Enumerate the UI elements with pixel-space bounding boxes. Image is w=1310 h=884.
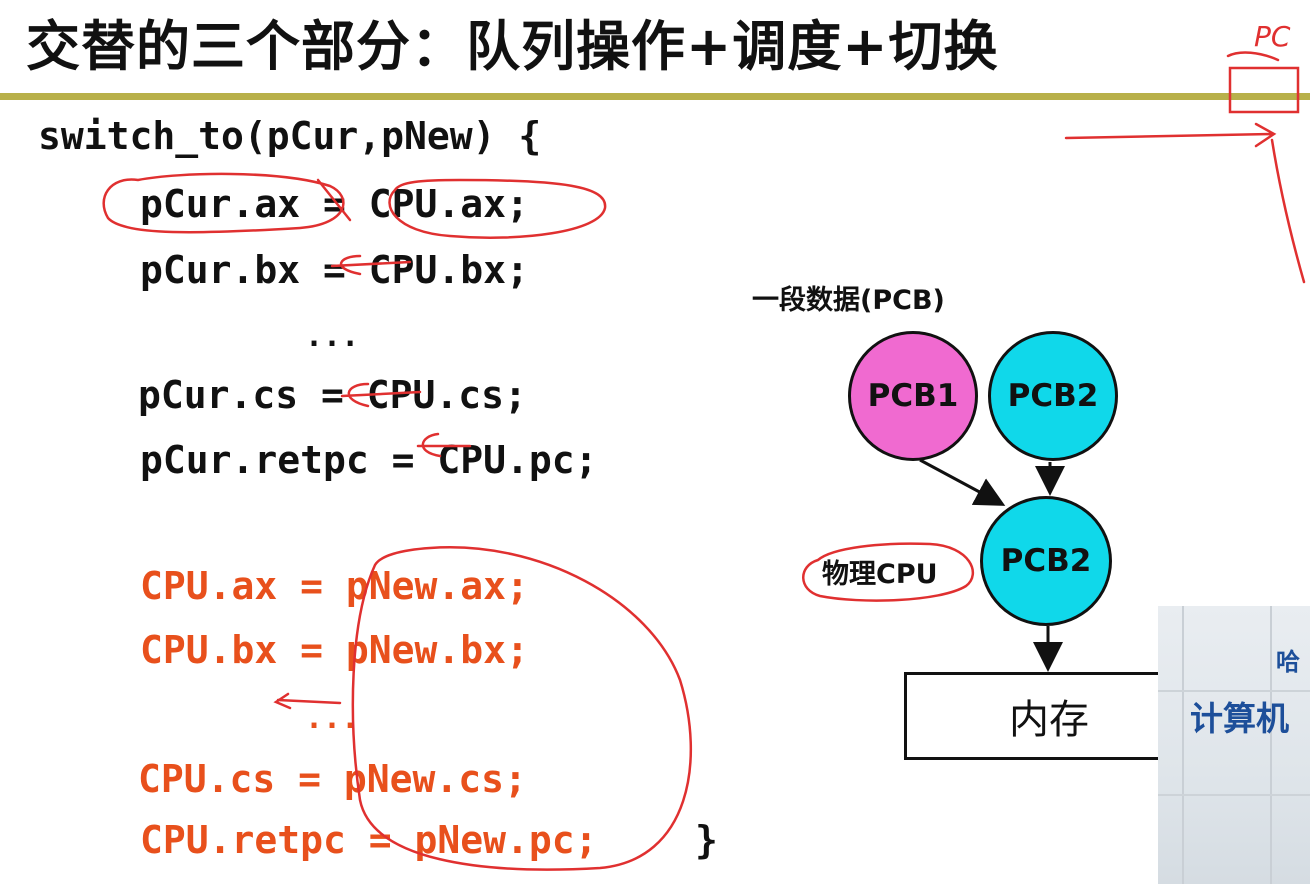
diagram-caption: 一段数据(PCB) <box>752 285 945 316</box>
overlay-text-2: 计算机 <box>1190 699 1289 738</box>
pcb2-node: PCB2 <box>988 331 1118 461</box>
memory-box: 内存 <box>904 672 1194 760</box>
ink-circle-cpu-ax <box>388 178 607 239</box>
ink-arrow-cs <box>340 382 422 408</box>
code-line-save-bx: pCur.bx = CPU.bx; <box>140 248 529 292</box>
title-divider <box>0 93 1310 100</box>
ink-corner-box <box>1228 66 1300 114</box>
code-line-restore-bx: CPU.bx = pNew.bx; <box>140 628 529 672</box>
ink-corner-arrow <box>1064 122 1277 148</box>
code-ellipsis-save: ... <box>305 319 360 354</box>
overlay-text-1: 哈 <box>1276 648 1300 676</box>
ink-corner-curve <box>1270 138 1306 284</box>
code-line-save-cs: pCur.cs = CPU.cs; <box>138 373 527 417</box>
ink-small-arrow <box>273 692 342 710</box>
ink-slash-ax <box>316 178 352 222</box>
code-header: switch_to(pCur,pNew) { <box>38 114 542 158</box>
ink-corner-top <box>1226 51 1280 62</box>
video-overlay: 哈 计算机 <box>1158 606 1310 884</box>
code-line-restore-cs: CPU.cs = pNew.cs; <box>138 757 527 801</box>
ink-corner-text: PC <box>1254 20 1291 53</box>
slide-title: 交替的三个部分：队列操作+调度+切换 <box>26 15 999 78</box>
ink-circle-pcur-ax <box>102 172 345 234</box>
ink-circle-physical-cpu <box>802 542 975 602</box>
arrow-pcb1-to-cpu <box>919 458 1006 506</box>
ink-arrow-bx <box>330 254 412 276</box>
code-line-restore-ax: CPU.ax = pNew.ax; <box>140 564 529 608</box>
ink-loop-restore <box>351 546 693 871</box>
code-ellipsis-restore: ... <box>305 701 360 736</box>
pcb1-node: PCB1 <box>848 331 978 461</box>
code-line-restore-retpc: CPU.retpc = pNew.pc; <box>140 818 598 862</box>
ink-arrow-retpc <box>416 432 472 458</box>
cpu-pcb2-node: PCB2 <box>980 496 1112 626</box>
code-closing-brace: } <box>695 818 718 862</box>
physical-cpu-label: 物理CPU <box>822 559 938 590</box>
code-line-save-retpc: pCur.retpc = CPU.pc; <box>140 438 598 482</box>
